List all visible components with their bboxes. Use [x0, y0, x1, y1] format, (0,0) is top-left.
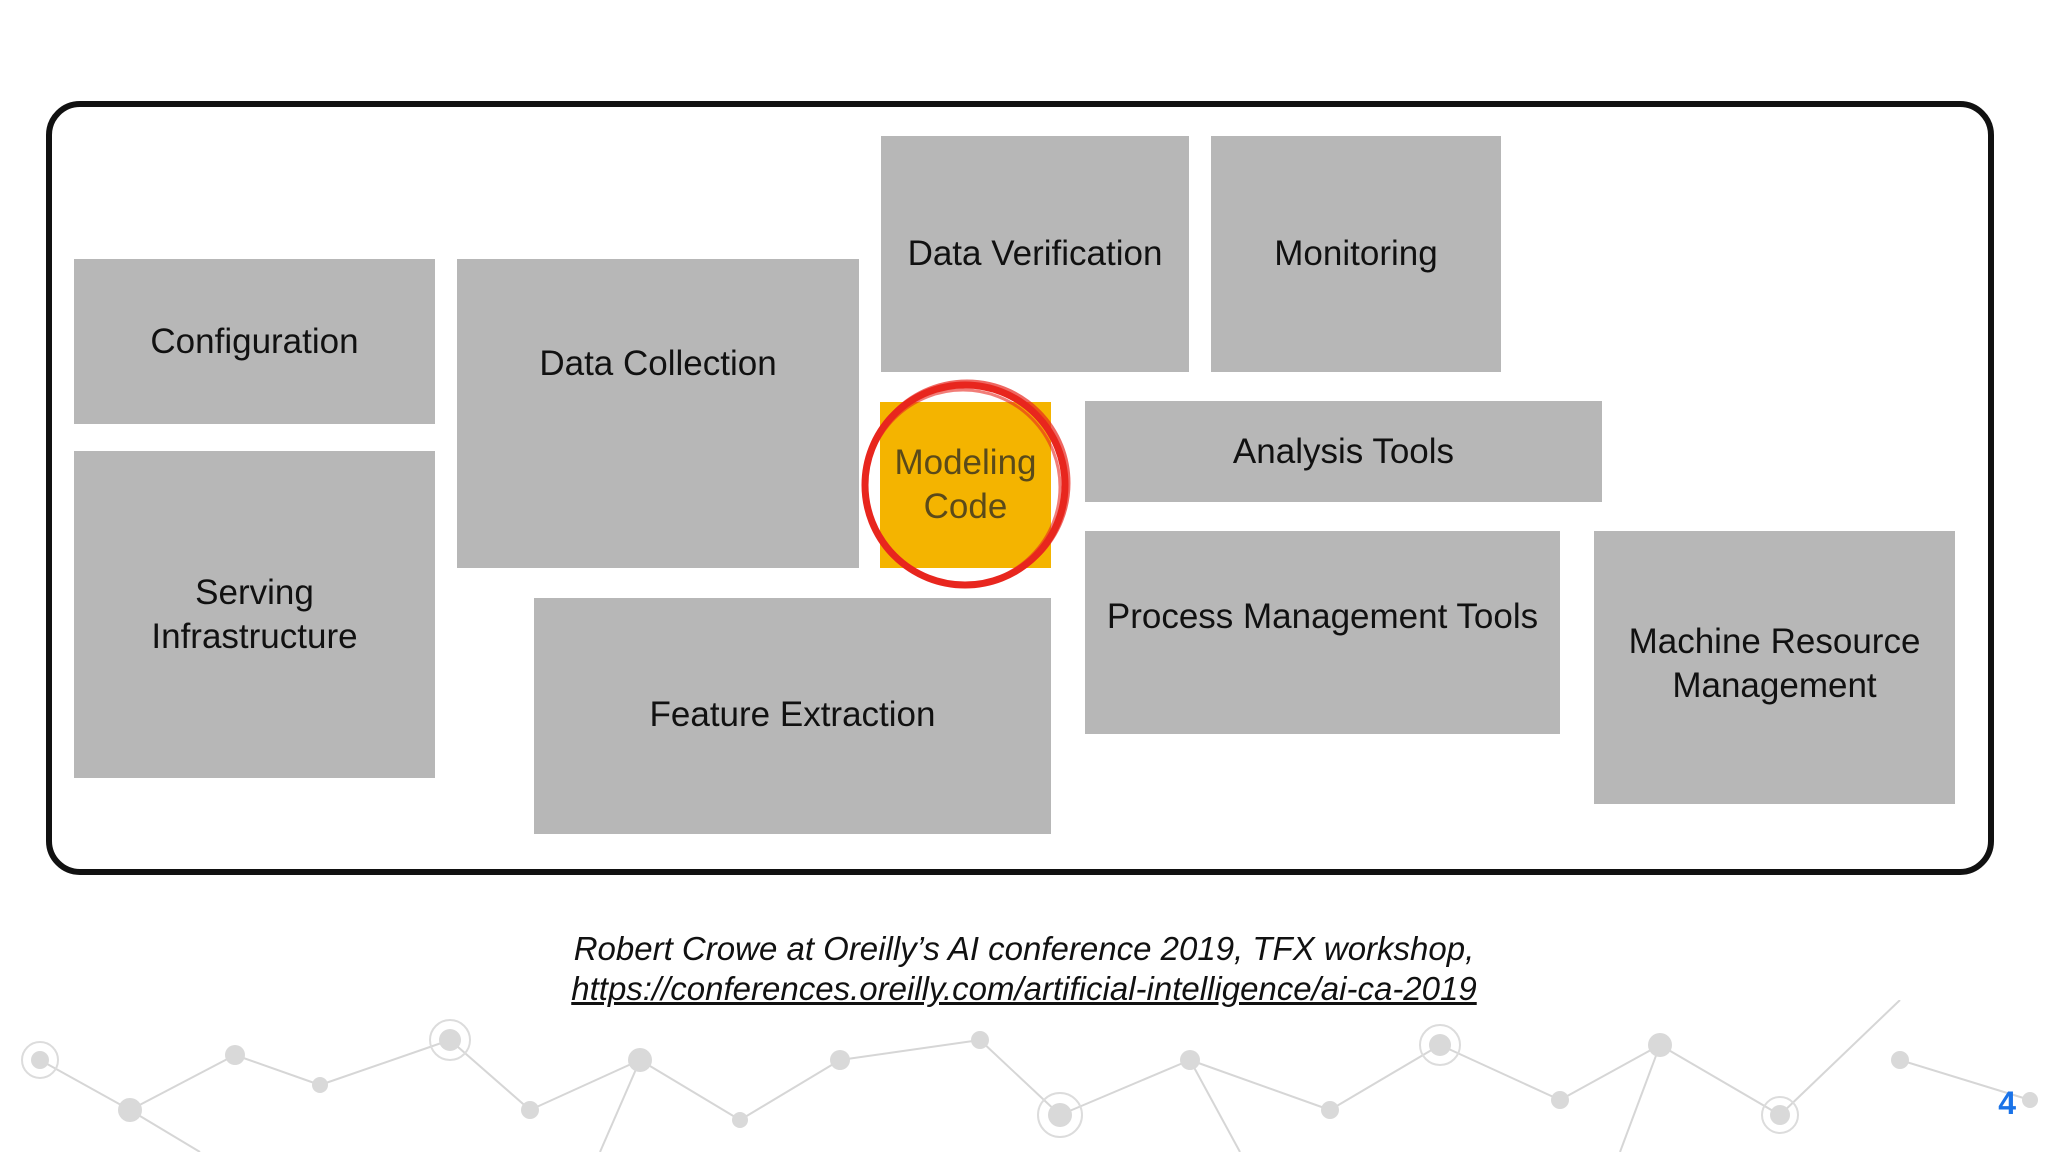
process-management-tools-box: Process Management Tools: [1085, 531, 1560, 734]
configuration-box: Configuration: [74, 259, 435, 424]
caption-link-text[interactable]: https://conferences.oreilly.com/artifici…: [571, 970, 1477, 1007]
analysis-tools-box: Analysis Tools: [1085, 401, 1602, 502]
caption-link[interactable]: https://conferences.oreilly.com/artifici…: [0, 970, 2048, 1008]
data-collection-box: Data Collection: [457, 259, 859, 568]
page-number: 4: [1998, 1085, 2016, 1121]
caption-attribution: Robert Crowe at Oreilly’s AI conference …: [573, 930, 1475, 967]
modeling-code-box: Modeling Code: [880, 402, 1051, 568]
monitoring-box: Monitoring: [1211, 136, 1501, 372]
feature-extraction-box: Feature Extraction: [534, 598, 1051, 834]
network-background-decoration: [21, 1000, 2038, 1152]
machine-resource-management-box: Machine Resource Management: [1594, 531, 1955, 804]
system-boundary-frame: [46, 101, 1994, 875]
serving-infrastructure-box: Serving Infrastructure: [74, 451, 435, 778]
data-verification-box: Data Verification: [881, 136, 1189, 372]
